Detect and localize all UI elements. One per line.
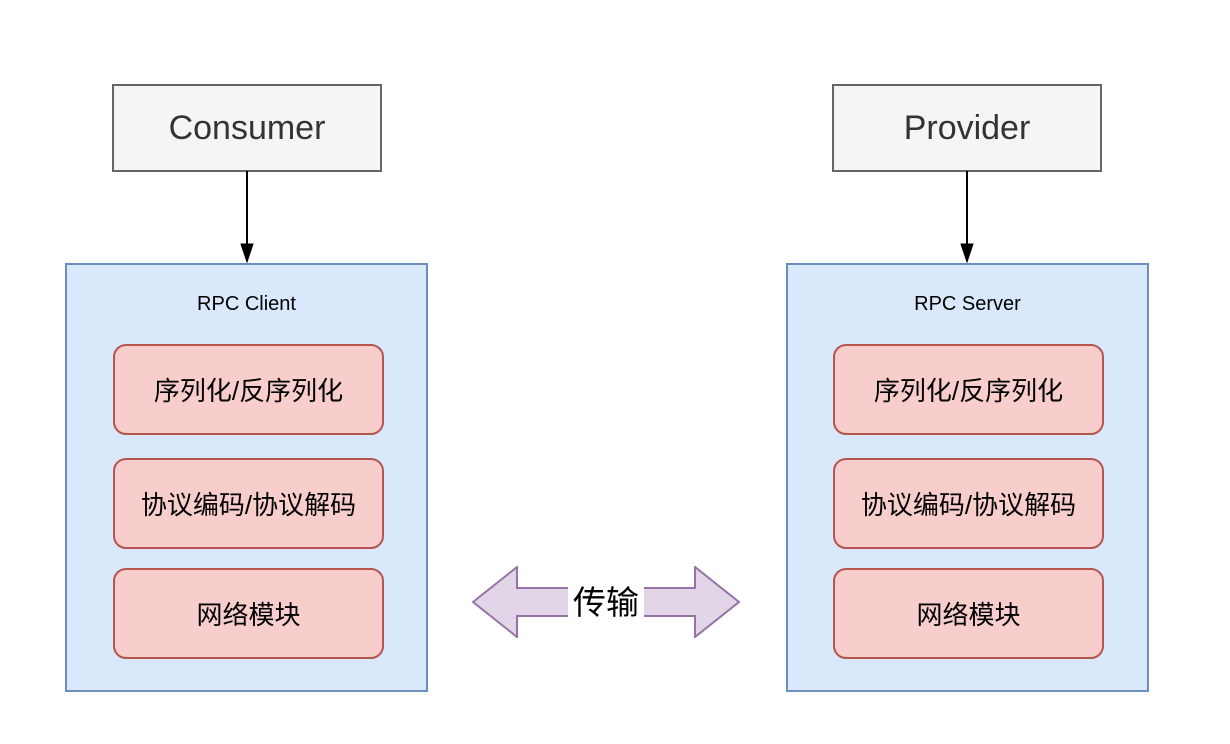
rpc-client-container: RPC Client 序列化/反序列化 协议编码/协议解码 网络模块 xyxy=(65,263,428,692)
provider-label: Provider xyxy=(903,108,1031,147)
rpc-server-title: RPC Server xyxy=(914,293,1021,315)
rpc-client-title: RPC Client xyxy=(197,293,296,315)
server-serialization-module: 序列化/反序列化 xyxy=(833,344,1104,435)
consumer-node: Consumer xyxy=(112,84,382,172)
client-protocol-module: 协议编码/协议解码 xyxy=(113,458,384,549)
client-serialization-module: 序列化/反序列化 xyxy=(113,344,384,435)
server-protocol-module: 协议编码/协议解码 xyxy=(833,458,1104,549)
consumer-to-client-arrow-icon xyxy=(240,171,254,263)
transport-label: 传输 xyxy=(568,585,644,621)
rpc-server-container: RPC Server 序列化/反序列化 协议编码/协议解码 网络模块 xyxy=(786,263,1149,692)
consumer-label: Consumer xyxy=(168,108,326,147)
client-network-module: 网络模块 xyxy=(113,568,384,659)
provider-node: Provider xyxy=(832,84,1102,172)
server-network-module: 网络模块 xyxy=(833,568,1104,659)
provider-to-server-arrow-icon xyxy=(960,171,974,263)
